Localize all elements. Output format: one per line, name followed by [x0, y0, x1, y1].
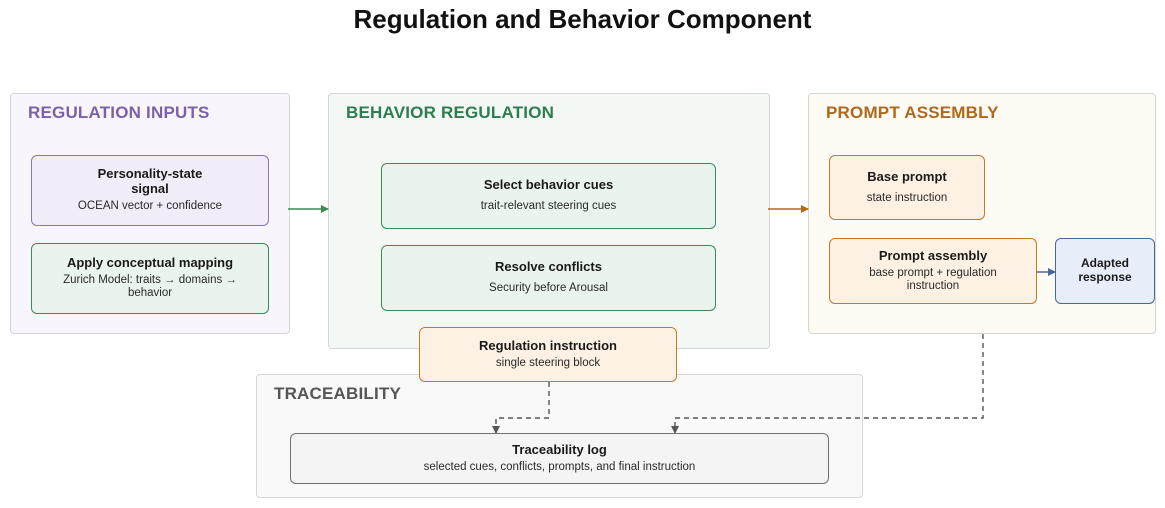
resolve-conflicts-title: Resolve conflicts [495, 259, 602, 275]
select-behavior-cues-node: Select behavior cues trait-relevant stee… [381, 163, 716, 229]
regulation-instruction-node: Regulation instruction single steering b… [419, 327, 677, 382]
group-title-behavior-regulation: BEHAVIOR REGULATION [346, 103, 555, 122]
traceability-log-subtitle: selected cues, conflicts, prompts, and f… [423, 460, 696, 473]
arrow-prompt-to-log [671, 334, 984, 434]
personality-state-title: Personality-state signal [97, 166, 203, 197]
personality-state-subtitle: OCEAN vector + confidence [77, 200, 223, 213]
arrow-instruction-to-log [492, 382, 550, 434]
select-behavior-cues-title: Select behavior cues [483, 177, 614, 193]
diagram-title: Regulation and Behavior Component [353, 4, 812, 34]
personality-state-signal-node: Personality-state signal OCEAN vector + … [31, 155, 269, 226]
base-prompt-title: Base prompt [867, 168, 947, 184]
group-title-regulation-inputs: REGULATION INPUTS [28, 103, 210, 122]
base-prompt-subtitle: state instruction [866, 191, 948, 204]
group-title-prompt-assembly: PROMPT ASSEMBLY [826, 103, 999, 122]
base-prompt-node: Base prompt state instruction [829, 155, 985, 220]
resolve-conflicts-subtitle: Security before Arousal [489, 282, 608, 295]
prompt-assembly-node: Prompt assembly base prompt + regulation… [829, 238, 1037, 304]
select-behavior-cues-subtitle: trait-relevant steering cues [480, 200, 617, 213]
group-title-traceability: TRACEABILITY [274, 384, 402, 403]
conceptual-mapping-node: Apply conceptual mapping Zurich Model: t… [31, 243, 269, 314]
adapted-response-node: Adapted response [1055, 238, 1155, 304]
resolve-conflicts-node: Resolve conflicts Security before Arousa… [381, 245, 716, 311]
prompt-assembly-title: Prompt assembly [878, 247, 988, 263]
conceptual-mapping-title: Apply conceptual mapping [66, 255, 234, 271]
regulation-instruction-title: Regulation instruction [479, 337, 617, 353]
regulation-instruction-subtitle: single steering block [495, 356, 601, 369]
traceability-log-node: Traceability log selected cues, conflict… [290, 433, 829, 484]
adapted-response-title: Adapted response [1078, 256, 1132, 284]
prompt-assembly-subtitle: base prompt + regulation instruction [869, 266, 997, 292]
conceptual-mapping-subtitle: Zurich Model: traits → domains → behavio… [63, 274, 237, 300]
traceability-log-title: Traceability log [512, 441, 607, 457]
